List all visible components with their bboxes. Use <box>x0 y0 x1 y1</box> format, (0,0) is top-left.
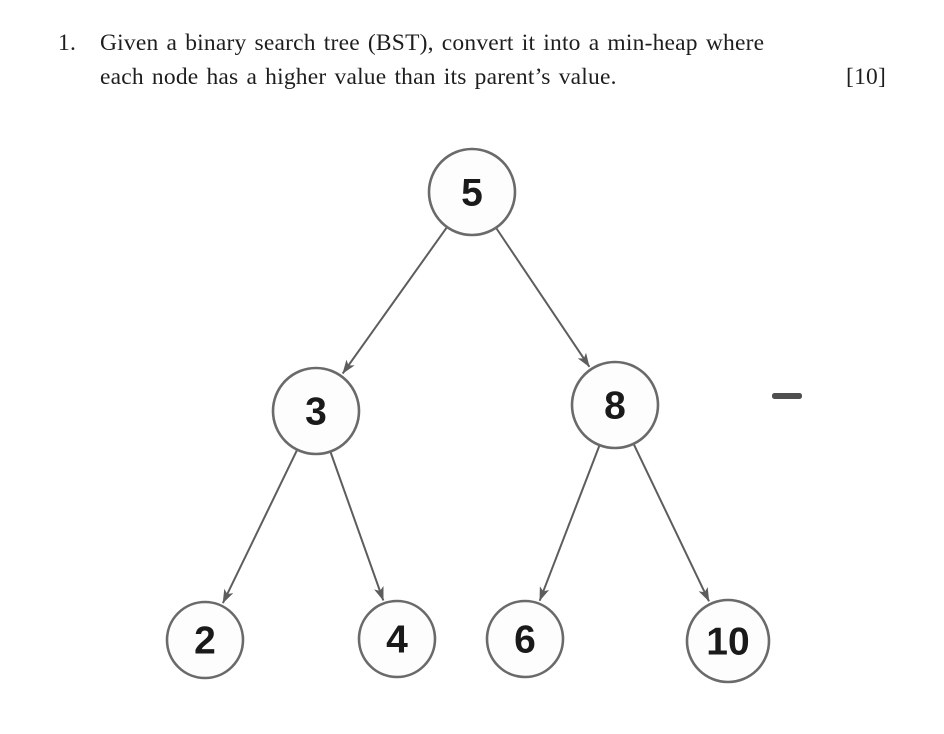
tree-node-circle <box>357 599 437 679</box>
tree-node-value: 10 <box>706 621 749 664</box>
tree-edge-5-3 <box>341 227 448 375</box>
tree-node-circle <box>485 599 565 679</box>
tree-node-value: 2 <box>194 620 216 663</box>
dash-mark <box>772 393 802 399</box>
tree-node-4: 4 <box>357 599 437 679</box>
tree-node-6: 6 <box>485 599 565 679</box>
question-number: 1. <box>58 30 77 56</box>
question-text: Given a binary search tree (BST), conver… <box>100 26 886 94</box>
tree-node-value: 5 <box>461 172 483 215</box>
tree-node-3: 3 <box>271 366 361 456</box>
tree-edge-5-8 <box>495 227 591 368</box>
tree-node-value: 3 <box>305 391 327 434</box>
question-line-2-text: each node has a higher value than its pa… <box>100 64 617 90</box>
tree-node-8: 8 <box>570 360 660 450</box>
tree-node-circle <box>165 600 245 680</box>
tree-node-5: 5 <box>427 147 517 237</box>
tree-node-value: 6 <box>514 619 536 662</box>
tree-edge-3-4 <box>329 452 385 601</box>
question-block: 1. Given a binary search tree (BST), con… <box>58 26 886 94</box>
tree-node-2: 2 <box>165 600 245 680</box>
tree-node-circle <box>570 360 660 450</box>
question-line-1: Given a binary search tree (BST), conver… <box>100 30 765 56</box>
marks-label: [10] <box>846 64 886 90</box>
tree-node-circle <box>427 147 517 237</box>
tree-edge-8-10 <box>633 444 710 602</box>
tree-edge-8-6 <box>538 445 601 602</box>
tree-node-circle <box>271 366 361 456</box>
tree-node-value: 8 <box>604 385 626 428</box>
tree-node-value: 4 <box>386 619 408 662</box>
tree-edge-3-2 <box>222 450 298 604</box>
tree-node-circle <box>685 598 771 684</box>
tree-node-10: 10 <box>685 598 771 684</box>
question-line-2: each node has a higher value than its pa… <box>100 60 886 94</box>
